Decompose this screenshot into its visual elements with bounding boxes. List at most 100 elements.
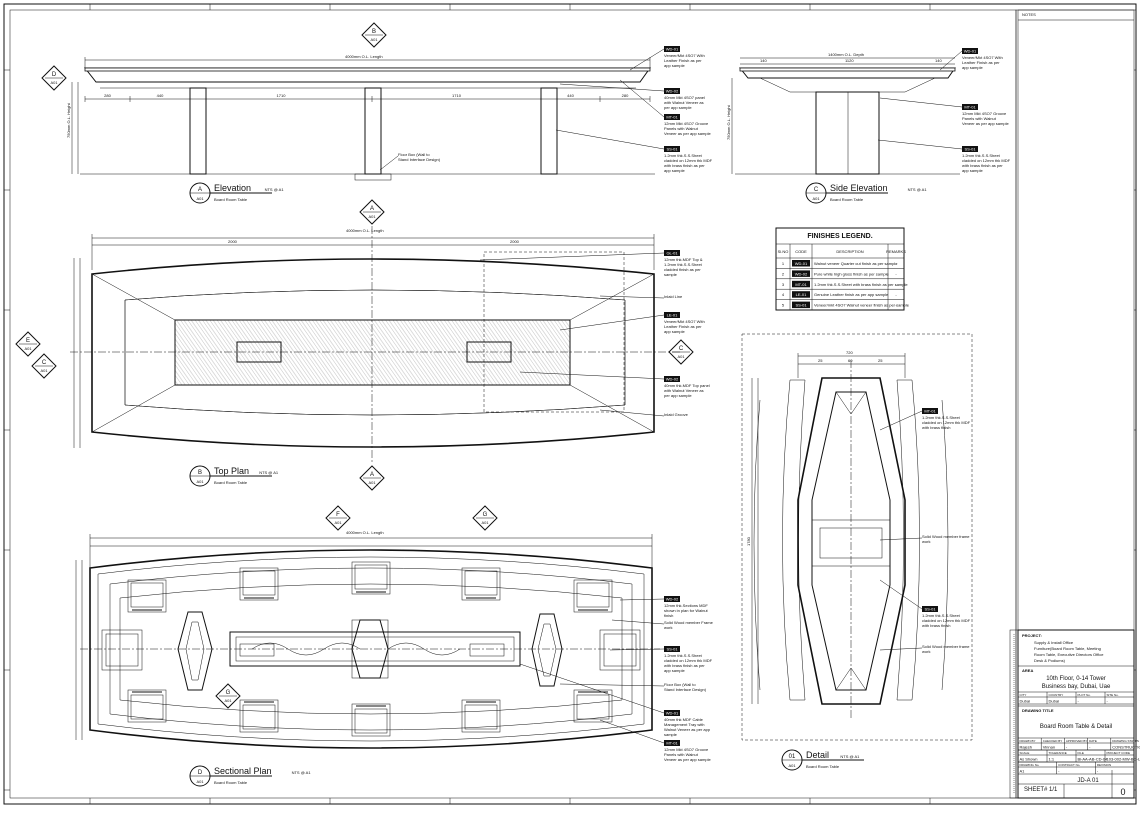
tb-col-label: SCALE [1020,751,1030,755]
legend-remark: - [895,292,897,297]
view-scale: NTS @ A1 [292,770,312,775]
detail-part-3: 25 [878,358,883,363]
callout-note: per app sample [664,393,692,398]
callout-note: with brass finish [922,425,950,430]
marker-sheet: A01 [368,214,376,219]
view-letter: C [814,187,819,193]
elev-seg-dim: 280 [622,93,629,98]
marker-sheet: A01 [224,698,232,703]
marker-sheet: A01 [50,80,58,85]
detail-top-dim: 720 [846,350,853,355]
revision-number: 0 [1120,787,1125,797]
callout-note: Veneer as per app sample [664,757,711,762]
side-seg-1: 140 [760,58,767,63]
finish-code-tag: MT-01 [666,115,678,120]
elev-seg-dim: 280 [104,93,111,98]
tb-col-value: 1:1 [1049,757,1055,762]
tb-col-label: CONTRACT No. [1058,763,1080,767]
callout-note: app sample [962,65,983,70]
callout-note: Stand Interface Design) [664,687,707,692]
elev-overall-dim: 4000mm O.L. Length [345,54,383,59]
callout-note: Stand Interface Design) [398,157,441,162]
legend-desc: Walnut veneer Quarter cut finish as per … [814,261,898,266]
view-title: Top Plan [214,466,249,476]
marker-letter: B [372,29,376,35]
finish-code-tag: LE-01 [667,313,678,318]
tb-col-label: CHECKED BY [1043,739,1063,743]
view-scale: NTS @ A1 [265,187,285,192]
view-scale: NTS @ A1 [908,187,928,192]
callout-note: work [664,625,672,630]
legend-no: 3 [782,282,785,287]
legend-no: 5 [782,303,785,308]
finish-code-tag: MT-01 [964,105,976,110]
top-half-1: 2000 [228,239,238,244]
callout-note: Inlaid Groove [664,412,689,417]
finish-code-tag: MT-01 [666,741,678,746]
top-half-2: 2000 [510,239,520,244]
tb-col-value: CONSTRUCTION [1112,745,1140,750]
finish-code-tag: WD-02 [666,597,679,602]
notes-label: NOTES [1022,12,1036,17]
tb-col-label: DRAWING STATUS [1112,739,1139,743]
sectional-plan-view: 4000mm O.L. Length [76,530,660,748]
callout-note: Veneer as per app sample [962,121,1009,126]
marker-letter: C [42,360,47,366]
legend-header: CODE [795,249,807,254]
tb-col-label: APPROVED BY [1066,739,1088,743]
callout-note: app sample [962,168,983,173]
title-strip [1010,630,1018,798]
tb-col-value: Dubai [1020,699,1031,704]
drawing-title-label: DRAWING TITLE [1022,708,1054,713]
tb-col-value: - [1107,699,1109,704]
callout-note: per app sample [664,105,692,110]
tb-col-label: DRAWN BY [1020,739,1036,743]
legend-no: 4 [782,292,785,297]
area-label: AREA [1022,668,1033,673]
tb-col-value: - [1097,769,1099,774]
marker-sheet: A01 [24,346,32,351]
location-line-1: 10th Floor, 0-14 Tower [1046,676,1106,682]
elev-seg-dim: 440 [567,93,574,98]
legend-desc: Pure white high gloss finish as per samp… [814,271,889,276]
side-seg-3: 140 [935,58,942,63]
legend-desc: Genuine Leather finish as per app sample [814,292,889,297]
tb-col-value: A1 [1020,769,1026,774]
tb-col-label: TOLERANCE [1049,751,1067,755]
view-sheet: A01 [788,763,796,768]
tb-col-value: Dubai [1049,699,1060,704]
detail-part-2: 60 [848,358,853,363]
legend-no: 2 [782,271,785,276]
marker-sheet: A01 [481,520,489,525]
view-title: Sectional Plan [214,766,272,776]
side-height-dim: 750mm O.L. Height [726,104,731,140]
view-subtitle: Board Room Table [830,197,864,202]
marker-letter: G [226,690,231,696]
callout-note: sample [664,732,678,737]
elev-seg-dim: 1710 [277,93,287,98]
marker-letter: C [679,346,684,352]
marker-letter: G [483,512,488,518]
legend-remark: - [895,271,897,276]
finish-code-tag: WD-01 [666,47,679,52]
legend-code: LE-01 [796,292,807,297]
tb-col-label: SITE No. [1107,693,1119,697]
view-scale: NTS @ A1 [840,754,860,759]
tb-col-label: PLOT No. [1078,693,1091,697]
elev-height-dim: 750mm O.L. Height [66,102,71,138]
tb-col-label: DRAWING No. [1020,763,1040,767]
legend-code: SS-01 [795,303,807,308]
drawing-title: Board Room Table & Detail [1040,724,1112,730]
legend-header: REMARKS [886,249,906,254]
elev-seg-dim: 1710 [452,93,462,98]
side-elevation-view: 1400mm O.L. Depth 140 1120 140 750mm O.L… [726,52,960,174]
legend-desc: 1.2mm thk.S.S.Sheet with brass finish as… [814,282,908,287]
callout-note: app sample [664,63,685,68]
location-line-2: Business bay, Dubai, Uae [1042,684,1111,690]
view-subtitle: Board Room Table [214,480,248,485]
